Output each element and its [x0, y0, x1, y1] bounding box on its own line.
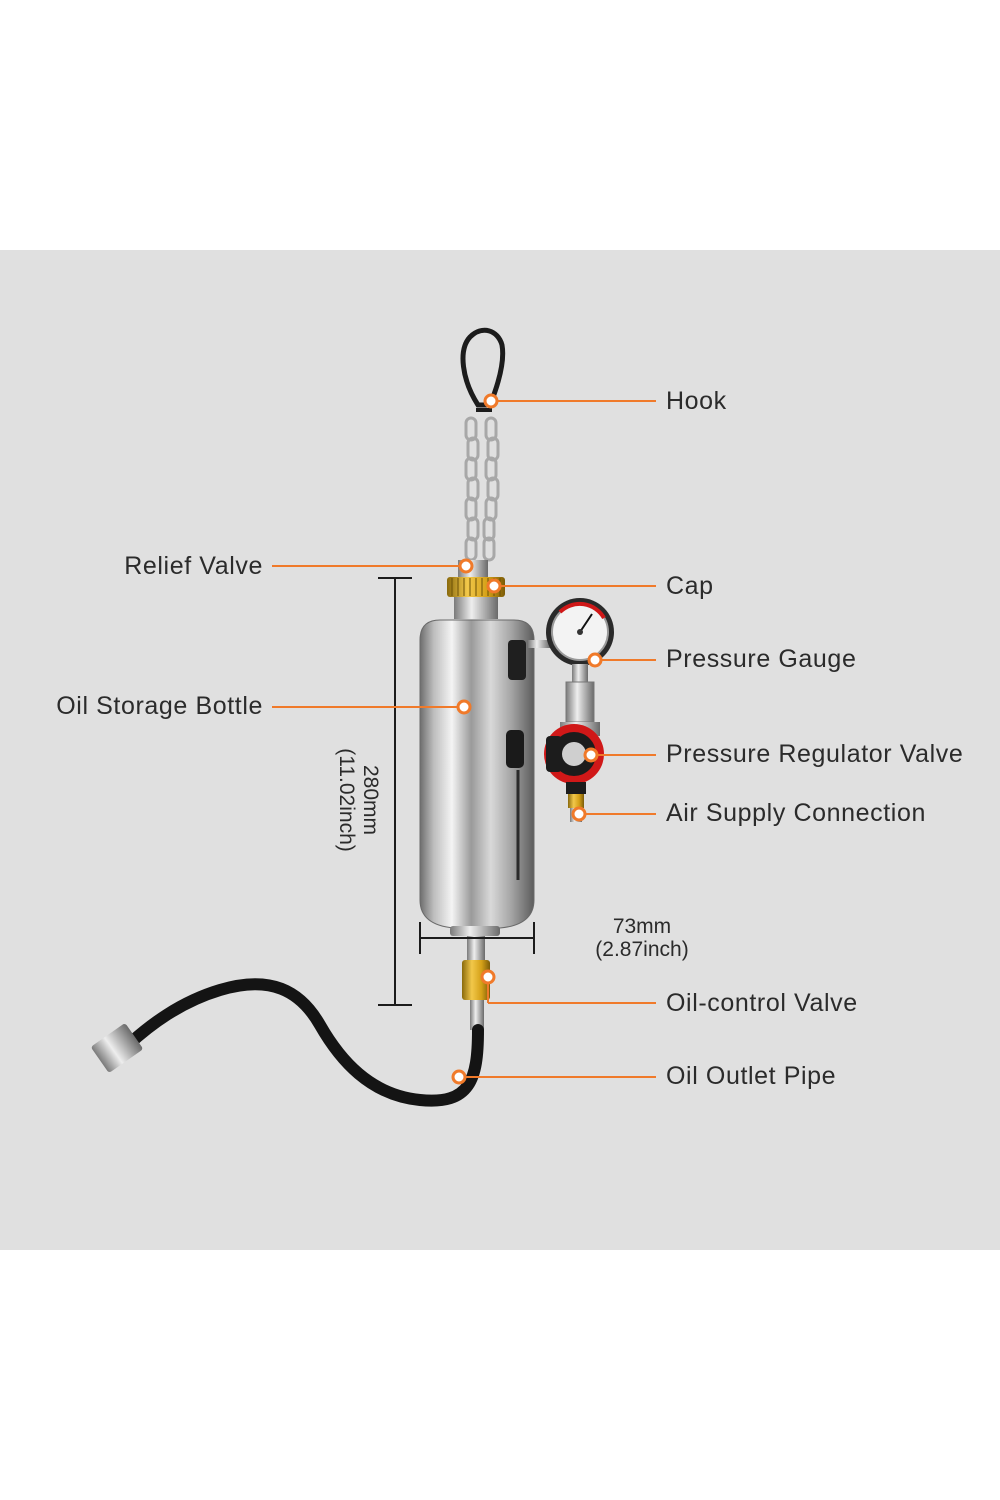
pressure-gauge — [546, 598, 614, 684]
oil-outlet-pipe — [122, 978, 484, 1107]
pressure-gauge-marker — [587, 652, 603, 668]
label-hook: Hook — [666, 387, 727, 415]
label-relief-valve: Relief Valve — [124, 552, 263, 580]
height-dimension-label: 280mm (11.02inch) — [334, 748, 382, 852]
width-dimension-line — [419, 922, 535, 954]
height-dimension-line — [378, 577, 412, 1006]
label-air-supply-connection: Air Supply Connection — [666, 799, 926, 827]
hanging-chain — [464, 416, 500, 562]
side-connector — [528, 640, 550, 648]
oil-outlet-pipe-marker — [451, 1069, 467, 1085]
label-oil-control-valve: Oil-control Valve — [666, 989, 858, 1017]
label-pressure-regulator-valve: Pressure Regulator Valve — [666, 740, 964, 768]
label-pressure-gauge: Pressure Gauge — [666, 645, 857, 673]
width-mm: 73mm — [612, 915, 672, 938]
oil-control-valve-marker — [480, 969, 496, 985]
width-dimension-label: 73mm (2.87inch) — [595, 915, 688, 961]
width-inch: (2.87inch) — [595, 938, 689, 961]
pressure-regulator-valve — [544, 681, 604, 794]
height-mm: 280mm — [359, 764, 382, 836]
oil-control-valve — [462, 936, 490, 1030]
hook-marker — [483, 393, 499, 409]
label-cap: Cap — [666, 572, 714, 600]
height-inch: (11.02inch) — [335, 748, 358, 852]
pressure-regulator-valve-marker — [583, 747, 599, 763]
hook-carabiner — [460, 327, 506, 412]
oil-storage-bottle-marker — [456, 699, 472, 715]
cap-marker — [486, 578, 502, 594]
air-supply-connection-marker — [571, 806, 587, 822]
label-oil-storage-bottle: Oil Storage Bottle — [56, 692, 263, 720]
hose-end-fitting — [91, 1024, 143, 1072]
oil-storage-bottle — [419, 619, 535, 936]
label-oil-outlet-pipe: Oil Outlet Pipe — [666, 1062, 837, 1090]
relief-valve-marker — [458, 558, 474, 574]
